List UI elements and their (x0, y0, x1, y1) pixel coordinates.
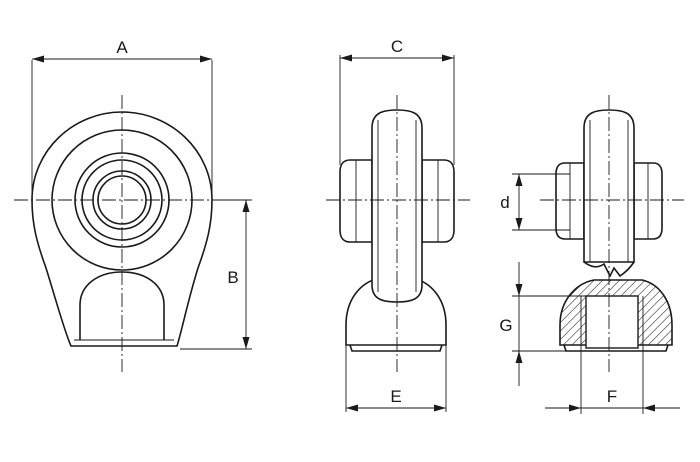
dim-d-arrow-top (515, 174, 523, 186)
section-break-line (583, 261, 635, 278)
section-shank-foot (563, 344, 669, 352)
dim-B-label: B (227, 268, 238, 287)
dim-G-label: G (499, 316, 512, 335)
dim-F-arrow-left (569, 404, 581, 412)
dim-A-arrow-right (200, 55, 212, 63)
dim-d-label: d (500, 193, 509, 212)
dim-B-arrow-bottom (242, 337, 250, 349)
dim-G-arrow-bottom (515, 351, 523, 363)
dim-A-label: A (116, 38, 128, 57)
dim-C-arrow-right (442, 54, 454, 62)
section-threaded-bore (585, 295, 639, 349)
dim-C-label: C (391, 37, 403, 56)
dim-E-arrow-left (346, 404, 358, 412)
side-view: C E (326, 37, 470, 412)
dim-G-arrow-top (515, 284, 523, 296)
dim-F-label: F (607, 387, 617, 406)
dim-F-arrow-right (643, 404, 655, 412)
front-view: A B (14, 38, 252, 372)
dim-C-arrow-left (340, 54, 352, 62)
dim-E-arrow-right (434, 404, 446, 412)
dim-A-arrow-left (32, 55, 44, 63)
section-view: d G F (499, 95, 684, 414)
dim-E-label: E (390, 387, 401, 406)
dim-d-arrow-bottom (515, 218, 523, 230)
dim-B-arrow-top (242, 200, 250, 212)
side-shank-foot (349, 344, 443, 352)
